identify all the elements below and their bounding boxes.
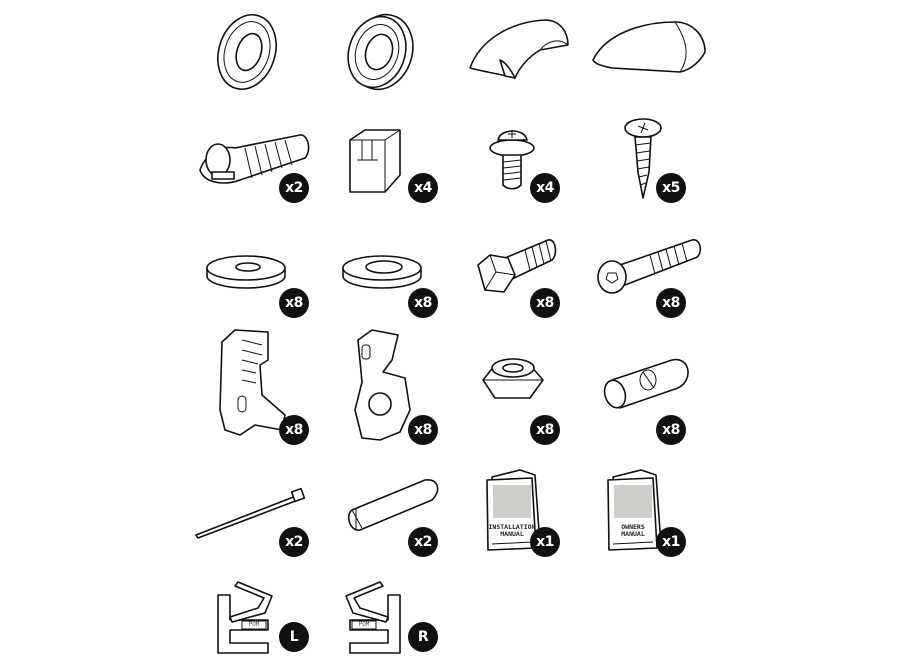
- lock-nut-illustration: [482, 358, 544, 399]
- ring-spacer-flat-illustration: [217, 14, 277, 90]
- owners-manual-illustration: [607, 469, 662, 551]
- clamp-bracket-a-illustration: [219, 329, 286, 436]
- installation-manual-cover-text: INSTALLATION MANUAL: [488, 523, 536, 538]
- short-machine-screw-illustration: [489, 130, 535, 190]
- quantity-badge: x2: [279, 527, 309, 557]
- washer-large-hole-illustration: [342, 255, 422, 289]
- fitting-clip-right-illustration: [345, 581, 401, 654]
- quantity-badge: x8: [408, 288, 438, 318]
- quantity-badge: x8: [279, 288, 309, 318]
- end-cap-closed-illustration: [592, 21, 706, 73]
- quantity-badge: x4: [408, 173, 438, 203]
- fitting-clip-left-illustration: [217, 581, 273, 654]
- side-badge-left: L: [279, 622, 309, 652]
- fitting-clip-left-material-mark: POM: [248, 621, 260, 628]
- socket-cap-bolt-illustration: [597, 239, 702, 294]
- quantity-badge: x4: [530, 173, 560, 203]
- hex-bolt-illustration: [477, 239, 557, 293]
- installation-manual-illustration: [486, 469, 541, 551]
- end-cap-open-illustration: [469, 19, 569, 79]
- t-slot-block-illustration: [349, 129, 401, 193]
- cable-tie-illustration: [195, 487, 306, 539]
- lock-cylinder-illustration: [199, 134, 310, 184]
- ring-spacer-thick-illustration: [347, 13, 414, 91]
- quantity-badge: x8: [656, 288, 686, 318]
- side-badge-right: R: [408, 622, 438, 652]
- quantity-badge: x2: [408, 527, 438, 557]
- clamp-bracket-b-illustration: [354, 329, 411, 441]
- quantity-badge: x8: [279, 415, 309, 445]
- quantity-badge: x1: [656, 527, 686, 557]
- quantity-badge: x8: [408, 415, 438, 445]
- self-tapping-screw-illustration: [624, 118, 662, 199]
- fitting-clip-right-material-mark: POM: [358, 621, 370, 628]
- quantity-badge: x8: [530, 288, 560, 318]
- quantity-badge: x8: [530, 415, 560, 445]
- quantity-badge: x1: [530, 527, 560, 557]
- quantity-badge: x5: [656, 173, 686, 203]
- quantity-badge: x2: [279, 173, 309, 203]
- owners-manual-cover-text: OWNERS MANUAL: [621, 523, 645, 538]
- quantity-badge: x8: [656, 415, 686, 445]
- washer-small-hole-illustration: [206, 255, 286, 289]
- rubber-strip-illustration: [348, 479, 439, 531]
- cross-dowel-illustration: [603, 358, 689, 409]
